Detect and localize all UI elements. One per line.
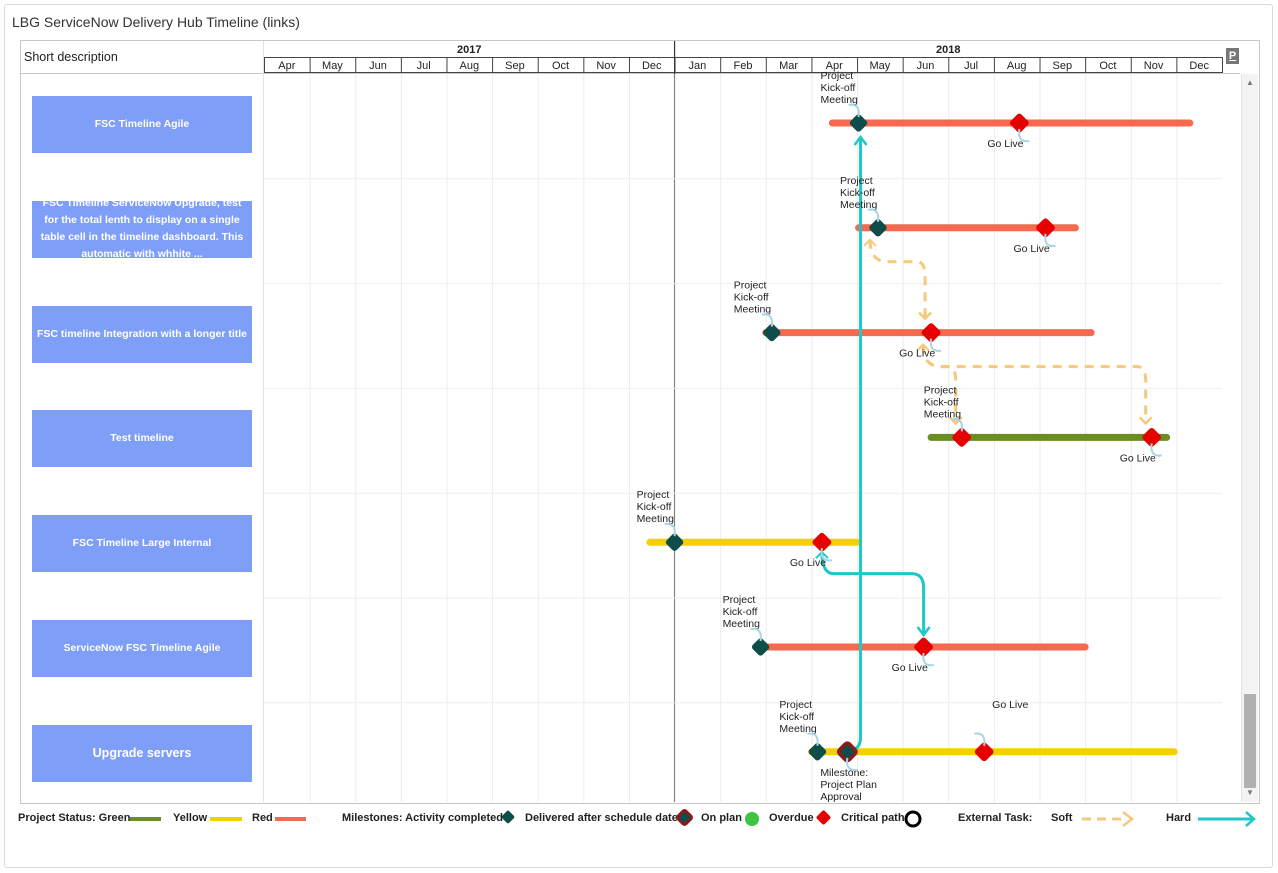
- legend-milestones: Milestones: Activity completed: [342, 812, 503, 824]
- row-label-box[interactable]: Test timeline: [32, 410, 252, 468]
- legend-overdue-diamond: [816, 810, 831, 825]
- row-label-box[interactable]: FSC Timeline ServiceNow Upgrade, test fo…: [32, 197, 252, 260]
- legend-critical-path-circle: [904, 810, 922, 828]
- legend-soft: Soft: [1051, 812, 1073, 824]
- scroll-down-icon[interactable]: ▼: [1246, 788, 1254, 797]
- legend-on-plan: On plan: [701, 812, 742, 824]
- row-label-box[interactable]: FSC Timeline Large Internal: [32, 515, 252, 573]
- legend-critical-path: Critical path: [841, 812, 905, 824]
- legend-hard-arrow: [1245, 811, 1256, 827]
- legend-hard: Hard: [1166, 812, 1192, 824]
- legend-overdue: Overdue: [769, 812, 814, 824]
- print-button[interactable]: P: [1226, 48, 1239, 64]
- legend-project-status: Project Status: Green: [18, 812, 131, 824]
- legend-delivered-late-diamond: [676, 809, 693, 826]
- scroll-thumb[interactable]: [1244, 694, 1256, 788]
- panel-title: LBG ServiceNow Delivery Hub Timeline (li…: [12, 14, 300, 30]
- legend-completed-diamond: [501, 810, 515, 824]
- legend-symbols: [130, 809, 1256, 828]
- legend-yellow: Yellow: [173, 812, 208, 824]
- legend-on-plan-circle: [745, 812, 759, 826]
- scroll-up-icon[interactable]: ▲: [1246, 78, 1254, 87]
- short-description-header[interactable]: Short description: [24, 50, 118, 64]
- vertical-scrollbar[interactable]: ▲ ▼: [1241, 74, 1258, 802]
- row-label-box[interactable]: Upgrade servers: [32, 724, 252, 782]
- legend: Project Status: Green Yellow Red Milesto…: [0, 808, 1278, 832]
- row-label-box[interactable]: FSC timeline Integration with a longer t…: [32, 305, 252, 363]
- legend-external-task: External Task:: [958, 812, 1033, 824]
- row-label-box[interactable]: ServiceNow FSC Timeline Agile: [32, 620, 252, 677]
- row-label-box[interactable]: FSC Timeline Agile: [32, 96, 252, 153]
- legend-delivered-late: Delivered after schedule date: [525, 812, 678, 824]
- legend-soft-arrow: [1122, 811, 1135, 827]
- legend-red: Red: [252, 812, 273, 824]
